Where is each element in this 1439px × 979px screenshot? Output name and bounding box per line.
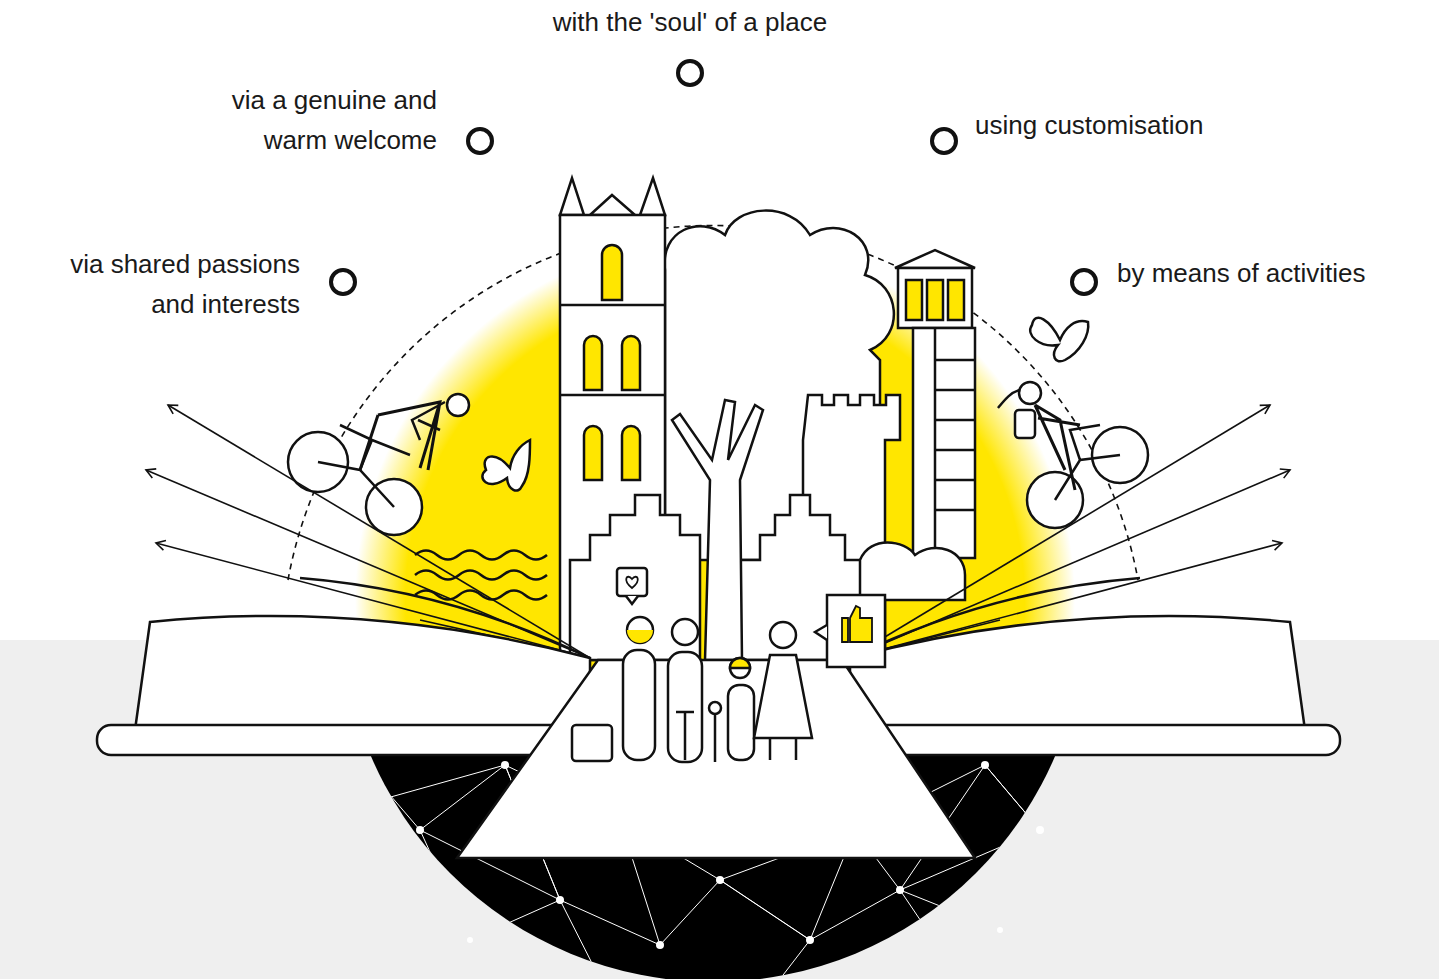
arc-label: with the 'soul' of a place [440, 2, 940, 42]
bush [860, 543, 965, 601]
cyclist-left [288, 394, 469, 535]
network-globe [341, 740, 1085, 979]
butterflies [482, 318, 1088, 491]
visitors [572, 568, 885, 762]
bare-tree [672, 400, 763, 660]
cyclist-right [998, 382, 1148, 528]
arc-label: via a genuine and warm welcome [205, 80, 437, 160]
arc-label: using customisation [975, 105, 1203, 145]
arc-label: via shared passions and interests [28, 244, 300, 324]
lookout-tower [895, 250, 975, 558]
open-book [97, 578, 1340, 858]
arc-label: by means of activities [1117, 253, 1366, 293]
gable-left [570, 495, 700, 660]
